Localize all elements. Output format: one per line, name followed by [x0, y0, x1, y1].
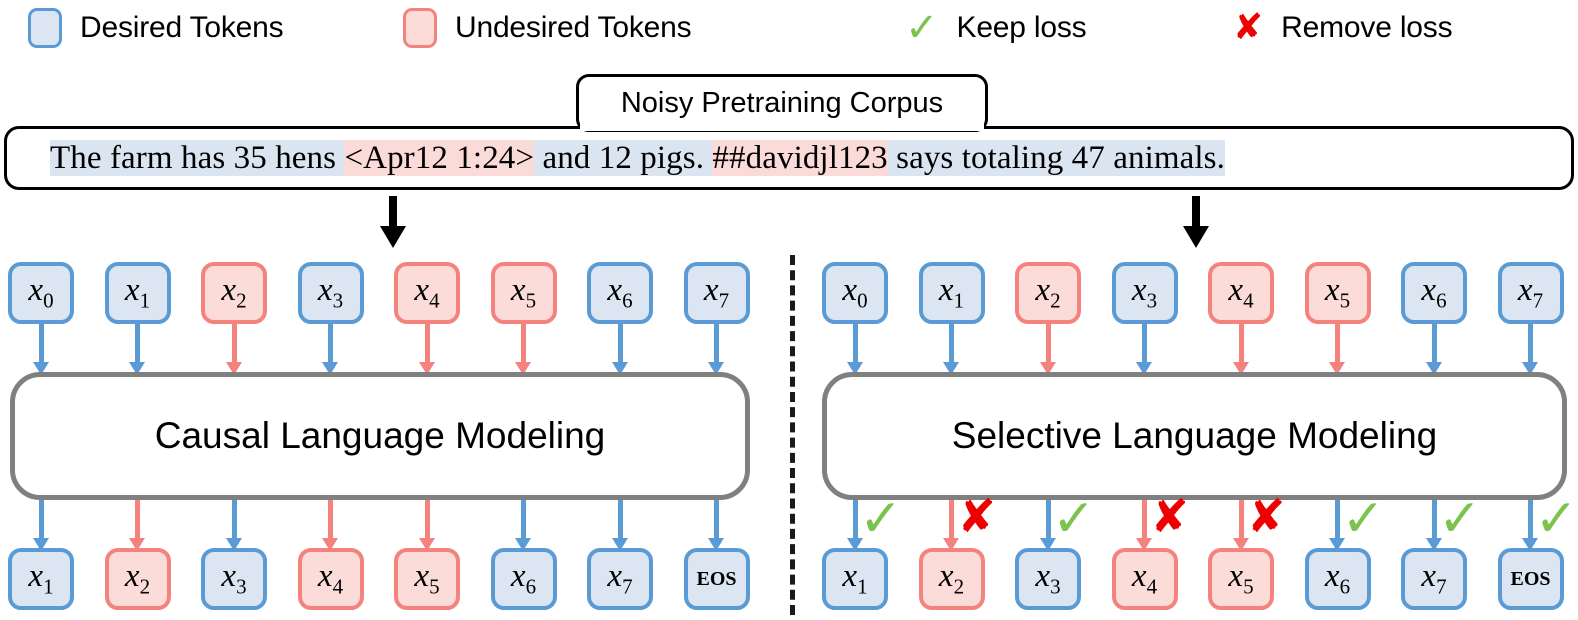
token-label: x6: [510, 558, 537, 599]
keep-loss-check-icon: ✓: [859, 489, 903, 549]
legend-label: Undesired Tokens: [455, 11, 692, 44]
input-token-x3: x3: [1111, 262, 1178, 324]
corpus-segment-undesired: <Apr12 1:24>: [344, 139, 535, 176]
corpus-segment-desired: says totaling 47 animals.: [887, 139, 1225, 176]
token-label: x5: [1324, 272, 1351, 313]
legend-label: Keep loss: [956, 11, 1087, 44]
output-token-x2: x2: [918, 548, 985, 610]
token-label: x3: [1131, 272, 1158, 313]
input-token-x5: x5: [1304, 262, 1371, 324]
keep-loss-check-icon: ✓: [1052, 489, 1096, 549]
corpus-text: The farm has 35 hens <Apr12 1:24> and 12…: [7, 139, 1225, 177]
model-box-title: Causal Language Modeling: [154, 415, 606, 456]
token-label: x7: [703, 272, 730, 313]
output-token-x4: x4: [1111, 548, 1178, 610]
input-token-x5: x5: [490, 262, 557, 324]
output-token-x7: x7: [587, 548, 653, 610]
input-token-x0: x0: [8, 262, 74, 324]
green-check-icon: ✓: [905, 5, 939, 51]
corpus-segment-desired: The farm has 35 hens: [50, 139, 345, 176]
token-label: x3: [1035, 558, 1061, 599]
red-cross-icon: ✘: [1233, 7, 1264, 48]
legend-item-remove-loss: ✘ Remove loss: [1233, 4, 1453, 52]
token-label: x0: [28, 272, 54, 313]
keep-loss-check-icon: ✓: [1438, 489, 1482, 549]
token-label: x6: [1324, 558, 1351, 599]
token-label: EOS: [1510, 567, 1551, 590]
token-label: x7: [607, 558, 633, 599]
token-label: x3: [221, 558, 247, 599]
output-token-x5: x5: [1208, 548, 1274, 610]
token-label: x1: [938, 272, 965, 313]
output-token-x4: x4: [297, 548, 364, 610]
token-label: x5: [1228, 558, 1254, 599]
token-label: EOS: [696, 567, 737, 590]
noisy-corpus-box: The farm has 35 hens <Apr12 1:24> and 12…: [4, 126, 1574, 190]
output-token-x1: x1: [8, 548, 74, 610]
legend-label: Remove loss: [1281, 11, 1453, 44]
legend-item-desired-tokens: Desired Tokens: [28, 4, 284, 52]
input-token-x2: x2: [201, 262, 267, 324]
token-label: x3: [317, 272, 344, 313]
token-label: x0: [842, 272, 868, 313]
output-token-x7: x7: [1401, 548, 1467, 610]
input-token-x1: x1: [104, 262, 171, 324]
token-label: x5: [510, 272, 537, 313]
legend-label: Desired Tokens: [80, 11, 284, 44]
token-label: x7: [1421, 558, 1447, 599]
token-label: x2: [938, 558, 965, 599]
red-rounded-square-swatch-icon: [403, 8, 437, 48]
model-box-title: Selective Language Modeling: [951, 415, 1438, 456]
blue-rounded-square-swatch-icon: [28, 8, 62, 48]
legend-item-undesired-tokens: Undesired Tokens: [403, 4, 692, 52]
output-token-x6: x6: [490, 548, 557, 610]
output-token-x3: x3: [201, 548, 267, 610]
tag-mask: [580, 121, 984, 131]
output-token-x6: x6: [1304, 548, 1371, 610]
output-token-x2: x2: [104, 548, 171, 610]
token-label: x6: [1421, 272, 1447, 313]
output-token-eos: EOS: [1497, 548, 1564, 610]
token-label: x4: [414, 272, 440, 313]
token-label: x5: [414, 558, 440, 599]
model-box-slm: Selective Language Modeling: [822, 372, 1567, 500]
token-label: x4: [1131, 558, 1158, 599]
corpus-segment-desired: and 12 pigs.: [534, 139, 713, 176]
token-label: x1: [28, 558, 54, 599]
output-token-x1: x1: [822, 548, 888, 610]
input-token-x2: x2: [1015, 262, 1081, 324]
token-label: x2: [221, 272, 247, 313]
output-token-eos: EOS: [683, 548, 750, 610]
token-label: x4: [317, 558, 344, 599]
input-token-x6: x6: [1401, 262, 1467, 324]
legend-item-keep-loss: ✓ Keep loss: [905, 4, 1087, 52]
input-token-x6: x6: [587, 262, 653, 324]
keep-loss-check-icon: ✓: [1534, 489, 1578, 549]
model-box-clm: Causal Language Modeling: [10, 372, 750, 500]
token-label: x2: [1035, 272, 1061, 313]
input-token-x4: x4: [1208, 262, 1274, 324]
output-token-x3: x3: [1015, 548, 1081, 610]
input-token-x4: x4: [394, 262, 460, 324]
input-token-x7: x7: [683, 262, 750, 324]
input-token-x3: x3: [297, 262, 364, 324]
keep-loss-check-icon: ✓: [1341, 489, 1386, 549]
token-label: x4: [1228, 272, 1254, 313]
corpus-tag-label: Noisy Pretraining Corpus: [620, 86, 944, 119]
input-token-x7: x7: [1497, 262, 1564, 324]
token-label: x6: [607, 272, 633, 313]
token-label: x7: [1517, 272, 1544, 313]
input-token-x0: x0: [822, 262, 888, 324]
token-label: x1: [124, 272, 151, 313]
legend: Desired Tokens Undesired Tokens ✓ Keep l…: [0, 0, 1578, 62]
input-token-x1: x1: [918, 262, 985, 324]
output-token-x5: x5: [394, 548, 460, 610]
panel-divider: [790, 255, 795, 615]
corpus-segment-undesired: ##davidjl123: [712, 139, 888, 176]
token-label: x1: [842, 558, 868, 599]
token-label: x2: [124, 558, 151, 599]
